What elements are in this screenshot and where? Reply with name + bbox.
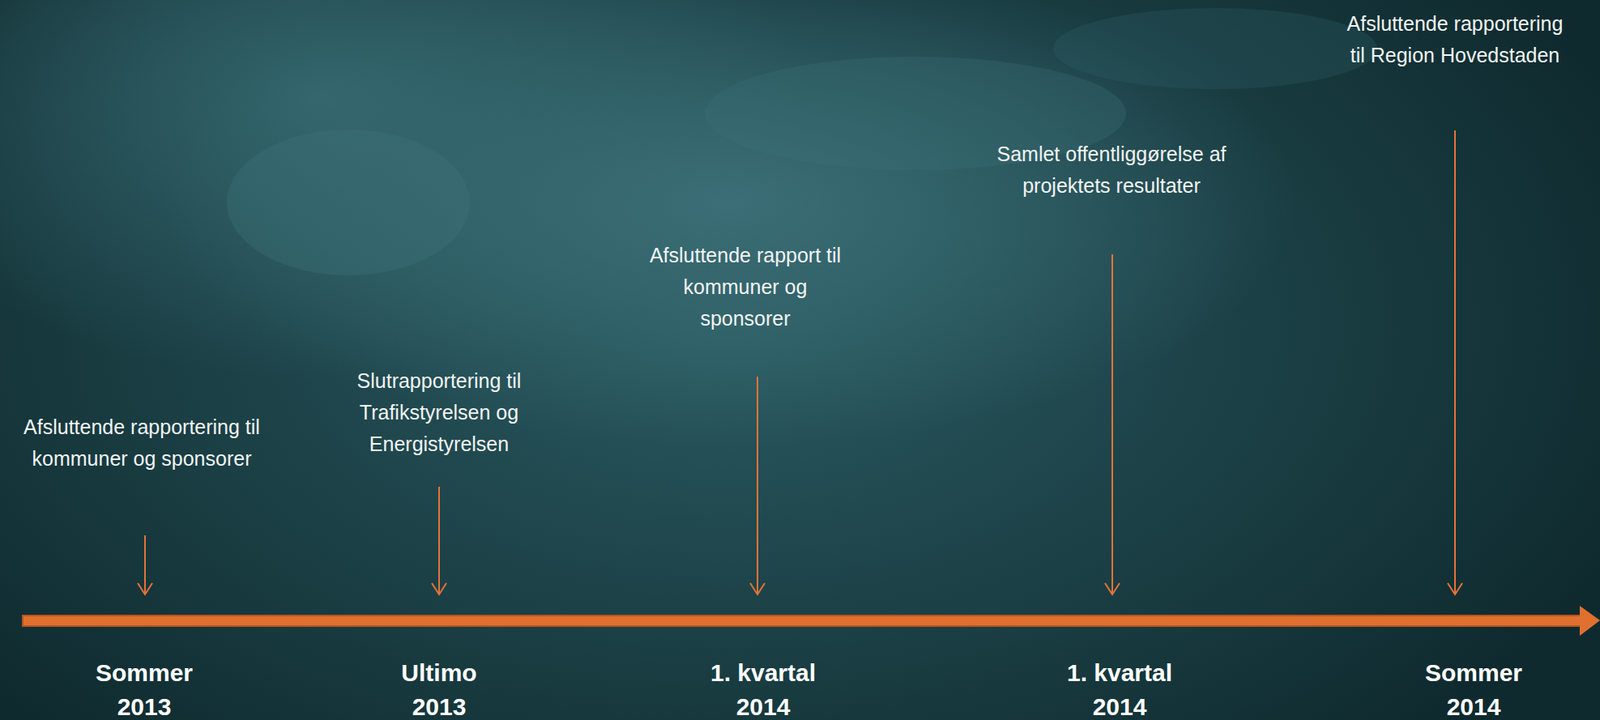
timeline-arrowhead — [1579, 605, 1600, 636]
date-label: Sommer 2013 — [79, 656, 210, 720]
blur-shape — [226, 129, 470, 276]
arrowhead — [137, 583, 153, 595]
milestone-text: Samlet offentliggørelse af projektets re… — [977, 138, 1246, 202]
milestone-text: Afsluttende rapportering til kommuner og… — [8, 411, 276, 475]
leader-line — [756, 376, 759, 595]
arrowhead — [750, 583, 765, 595]
leader-line — [438, 486, 440, 595]
leader-arrow — [750, 376, 765, 595]
leader-arrow — [1447, 130, 1463, 595]
timeline-bar — [22, 605, 1600, 636]
arrowhead — [1447, 583, 1463, 595]
date-label: Sommer 2014 — [1408, 656, 1539, 720]
arrowhead — [431, 583, 447, 595]
milestone-text: Slutrapportering til Trafikstyrelsen og … — [333, 365, 545, 461]
leader-line — [144, 535, 146, 595]
leader-arrow — [137, 535, 153, 595]
milestone-text: Afsluttende rapportering til Region Hove… — [1341, 8, 1569, 72]
blur-shape — [1053, 8, 1378, 90]
arrowhead — [1105, 583, 1120, 595]
leader-arrow — [431, 486, 447, 595]
leader-line — [1111, 254, 1114, 595]
milestone-text: Afsluttende rapport til kommuner og spon… — [635, 239, 855, 335]
leader-arrow — [1105, 254, 1120, 595]
leader-line — [1454, 130, 1456, 595]
timeline-bar-body — [22, 615, 1588, 627]
date-label: 1. kvartal 2014 — [1038, 656, 1201, 720]
date-label: 1. kvartal 2014 — [682, 656, 845, 720]
date-label: Ultimo 2013 — [374, 656, 504, 720]
